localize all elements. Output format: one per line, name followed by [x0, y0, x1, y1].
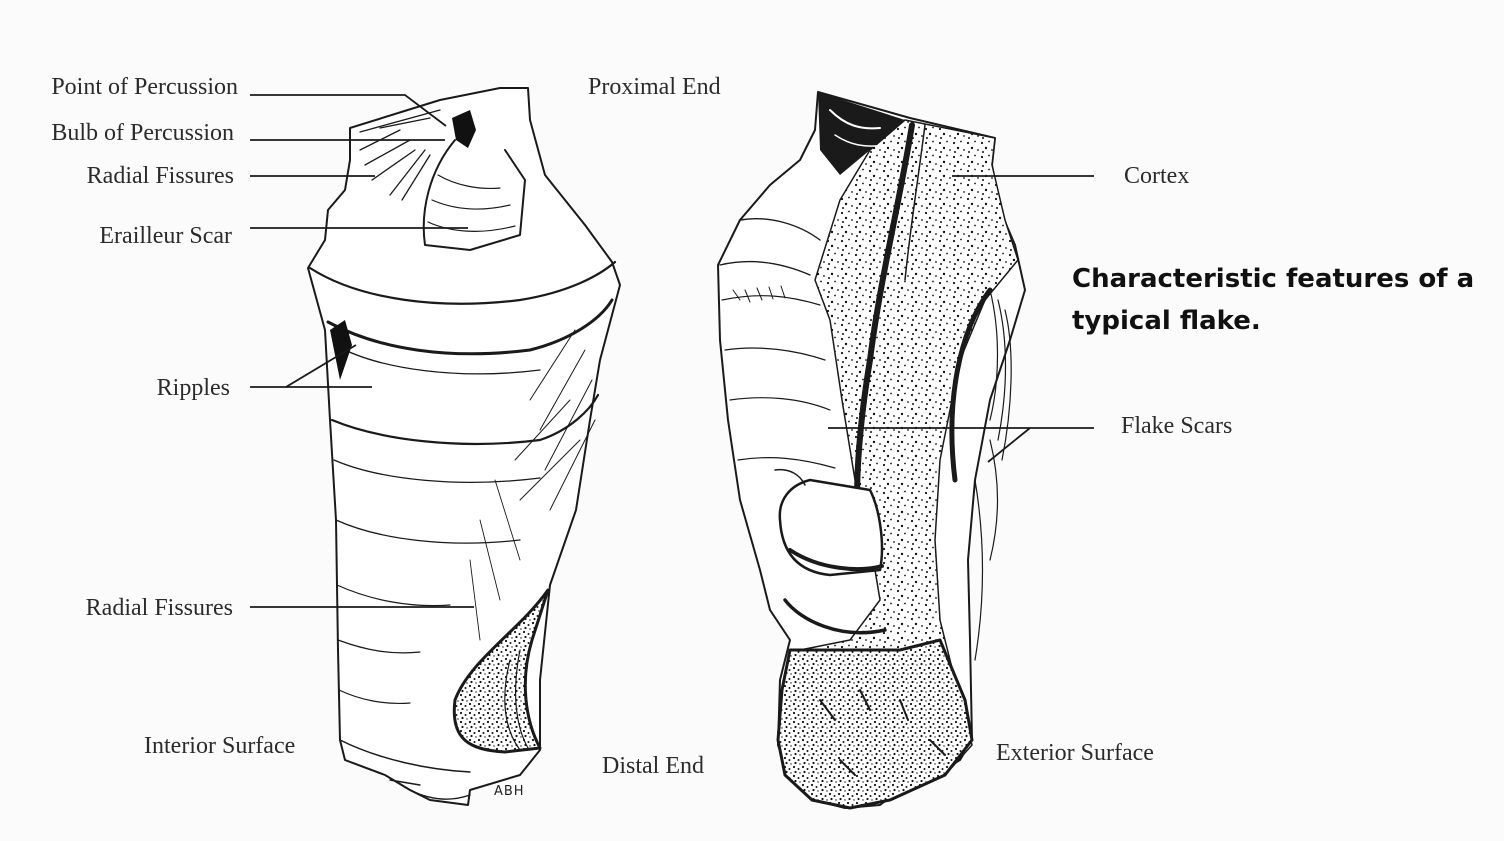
- label-point-of-percussion: Point of Percussion: [51, 74, 238, 100]
- label-distal-end: Distal End: [602, 753, 704, 779]
- label-bulb-of-percussion: Bulb of Percussion: [51, 120, 234, 146]
- label-ripples: Ripples: [156, 375, 230, 401]
- caption-line-1: Characteristic features of a: [1072, 264, 1475, 294]
- label-exterior-surface: Exterior Surface: [996, 740, 1154, 766]
- exterior-flake-drawing: [717, 91, 1026, 810]
- leader-point-of-percussion: [250, 94, 447, 127]
- label-erailleur-scar: Erailleur Scar: [99, 223, 232, 249]
- label-radial-fissures-bottom: Radial Fissures: [85, 595, 233, 621]
- label-radial-fissures-top: Radial Fissures: [86, 163, 234, 189]
- interior-flake-drawing: [307, 87, 621, 806]
- leader-lines: [250, 94, 1094, 608]
- label-interior-surface: Interior Surface: [144, 733, 296, 759]
- label-proximal-end: Proximal End: [588, 74, 721, 100]
- artist-signature: ABH: [494, 784, 525, 799]
- label-cortex: Cortex: [1124, 163, 1190, 189]
- caption-line-2: typical flake.: [1072, 306, 1261, 336]
- leader-flake-scars-b: [987, 427, 1031, 463]
- label-flake-scars: Flake Scars: [1121, 413, 1233, 439]
- figure-caption: Characteristic features of a typical fla…: [1072, 258, 1492, 342]
